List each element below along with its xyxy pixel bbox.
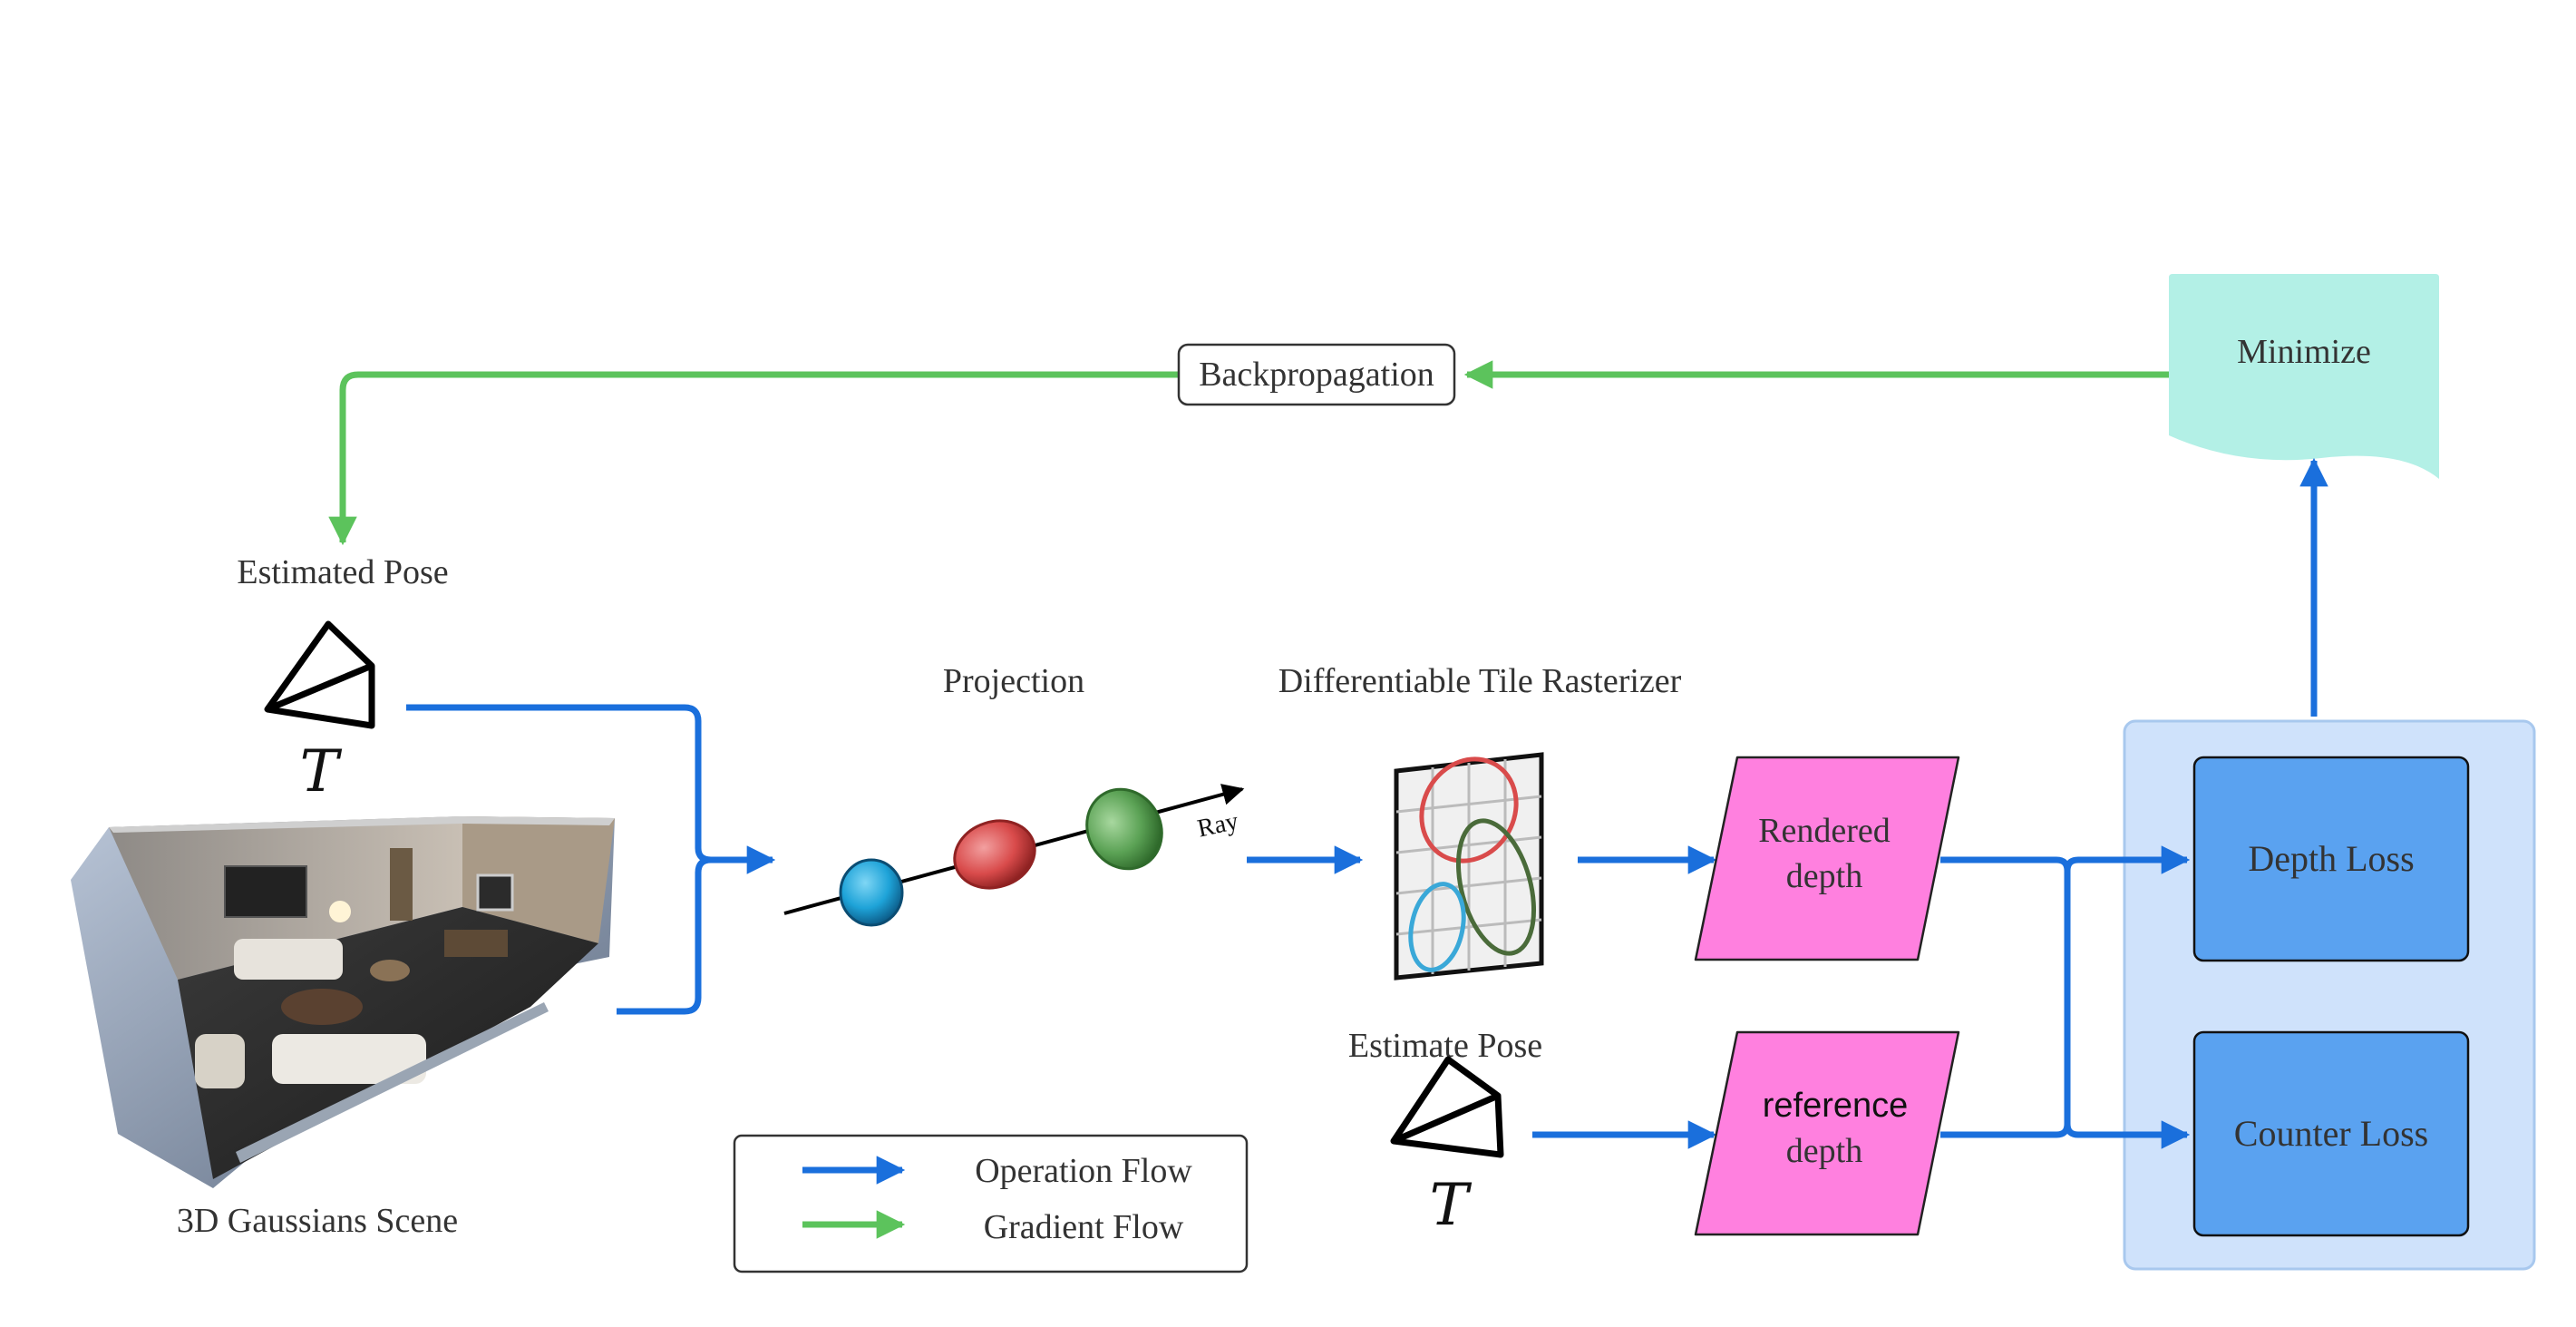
rendered-depth-label-line2: depth	[1786, 857, 1862, 895]
gradient-flow-arrow-to-pose	[328, 371, 1179, 546]
estimated-pose-label: Estimated Pose	[237, 553, 448, 591]
scene-caption: 3D Gaussians Scene	[177, 1202, 458, 1240]
operation-flow-scene-to-projection	[617, 856, 712, 1015]
rendered-depth-box: Rendered depth	[1694, 756, 1960, 961]
projection-label: Projection	[943, 662, 1084, 700]
legend-gradient-flow-label: Gradient Flow	[984, 1208, 1184, 1246]
operation-flow-reference-to-losses	[1940, 845, 2191, 1138]
rendered-depth-label-line1: Rendered	[1758, 812, 1891, 850]
reference-depth-label-line1: reference	[1763, 1087, 1909, 1125]
reference-depth-box: reference depth	[1694, 1030, 1960, 1236]
depth-loss-box: Depth Loss	[2192, 756, 2470, 962]
legend-operation-flow-label: Operation Flow	[975, 1152, 1192, 1190]
gaussian-scene-image	[71, 816, 615, 1188]
ray-label: Ray	[1195, 807, 1241, 844]
pose-symbol-t: T	[300, 738, 343, 805]
backpropagation-label: Backpropagation	[1199, 356, 1434, 394]
minimize-box: Minimize	[2169, 274, 2439, 479]
projection-ray-illustration	[783, 784, 1245, 927]
rasterizer-grid-icon	[1394, 752, 1544, 981]
backpropagation-box: Backpropagation	[1177, 343, 1456, 406]
legend: Operation Flow Gradient Flow	[733, 1134, 1249, 1273]
reference-depth-label-line2: depth	[1786, 1132, 1862, 1170]
counter-loss-label: Counter Loss	[2234, 1113, 2428, 1154]
camera-pose-icon	[264, 620, 375, 729]
counter-loss-box: Counter Loss	[2192, 1030, 2470, 1237]
rasterizer-label: Differentiable Tile Rasterizer	[1278, 662, 1682, 700]
minimize-label: Minimize	[2237, 333, 2371, 371]
estimate-pose-symbol-t: T	[1430, 1172, 1473, 1239]
camera-pose-icon-bottom	[1390, 1056, 1504, 1158]
depth-loss-label: Depth Loss	[2248, 838, 2414, 879]
